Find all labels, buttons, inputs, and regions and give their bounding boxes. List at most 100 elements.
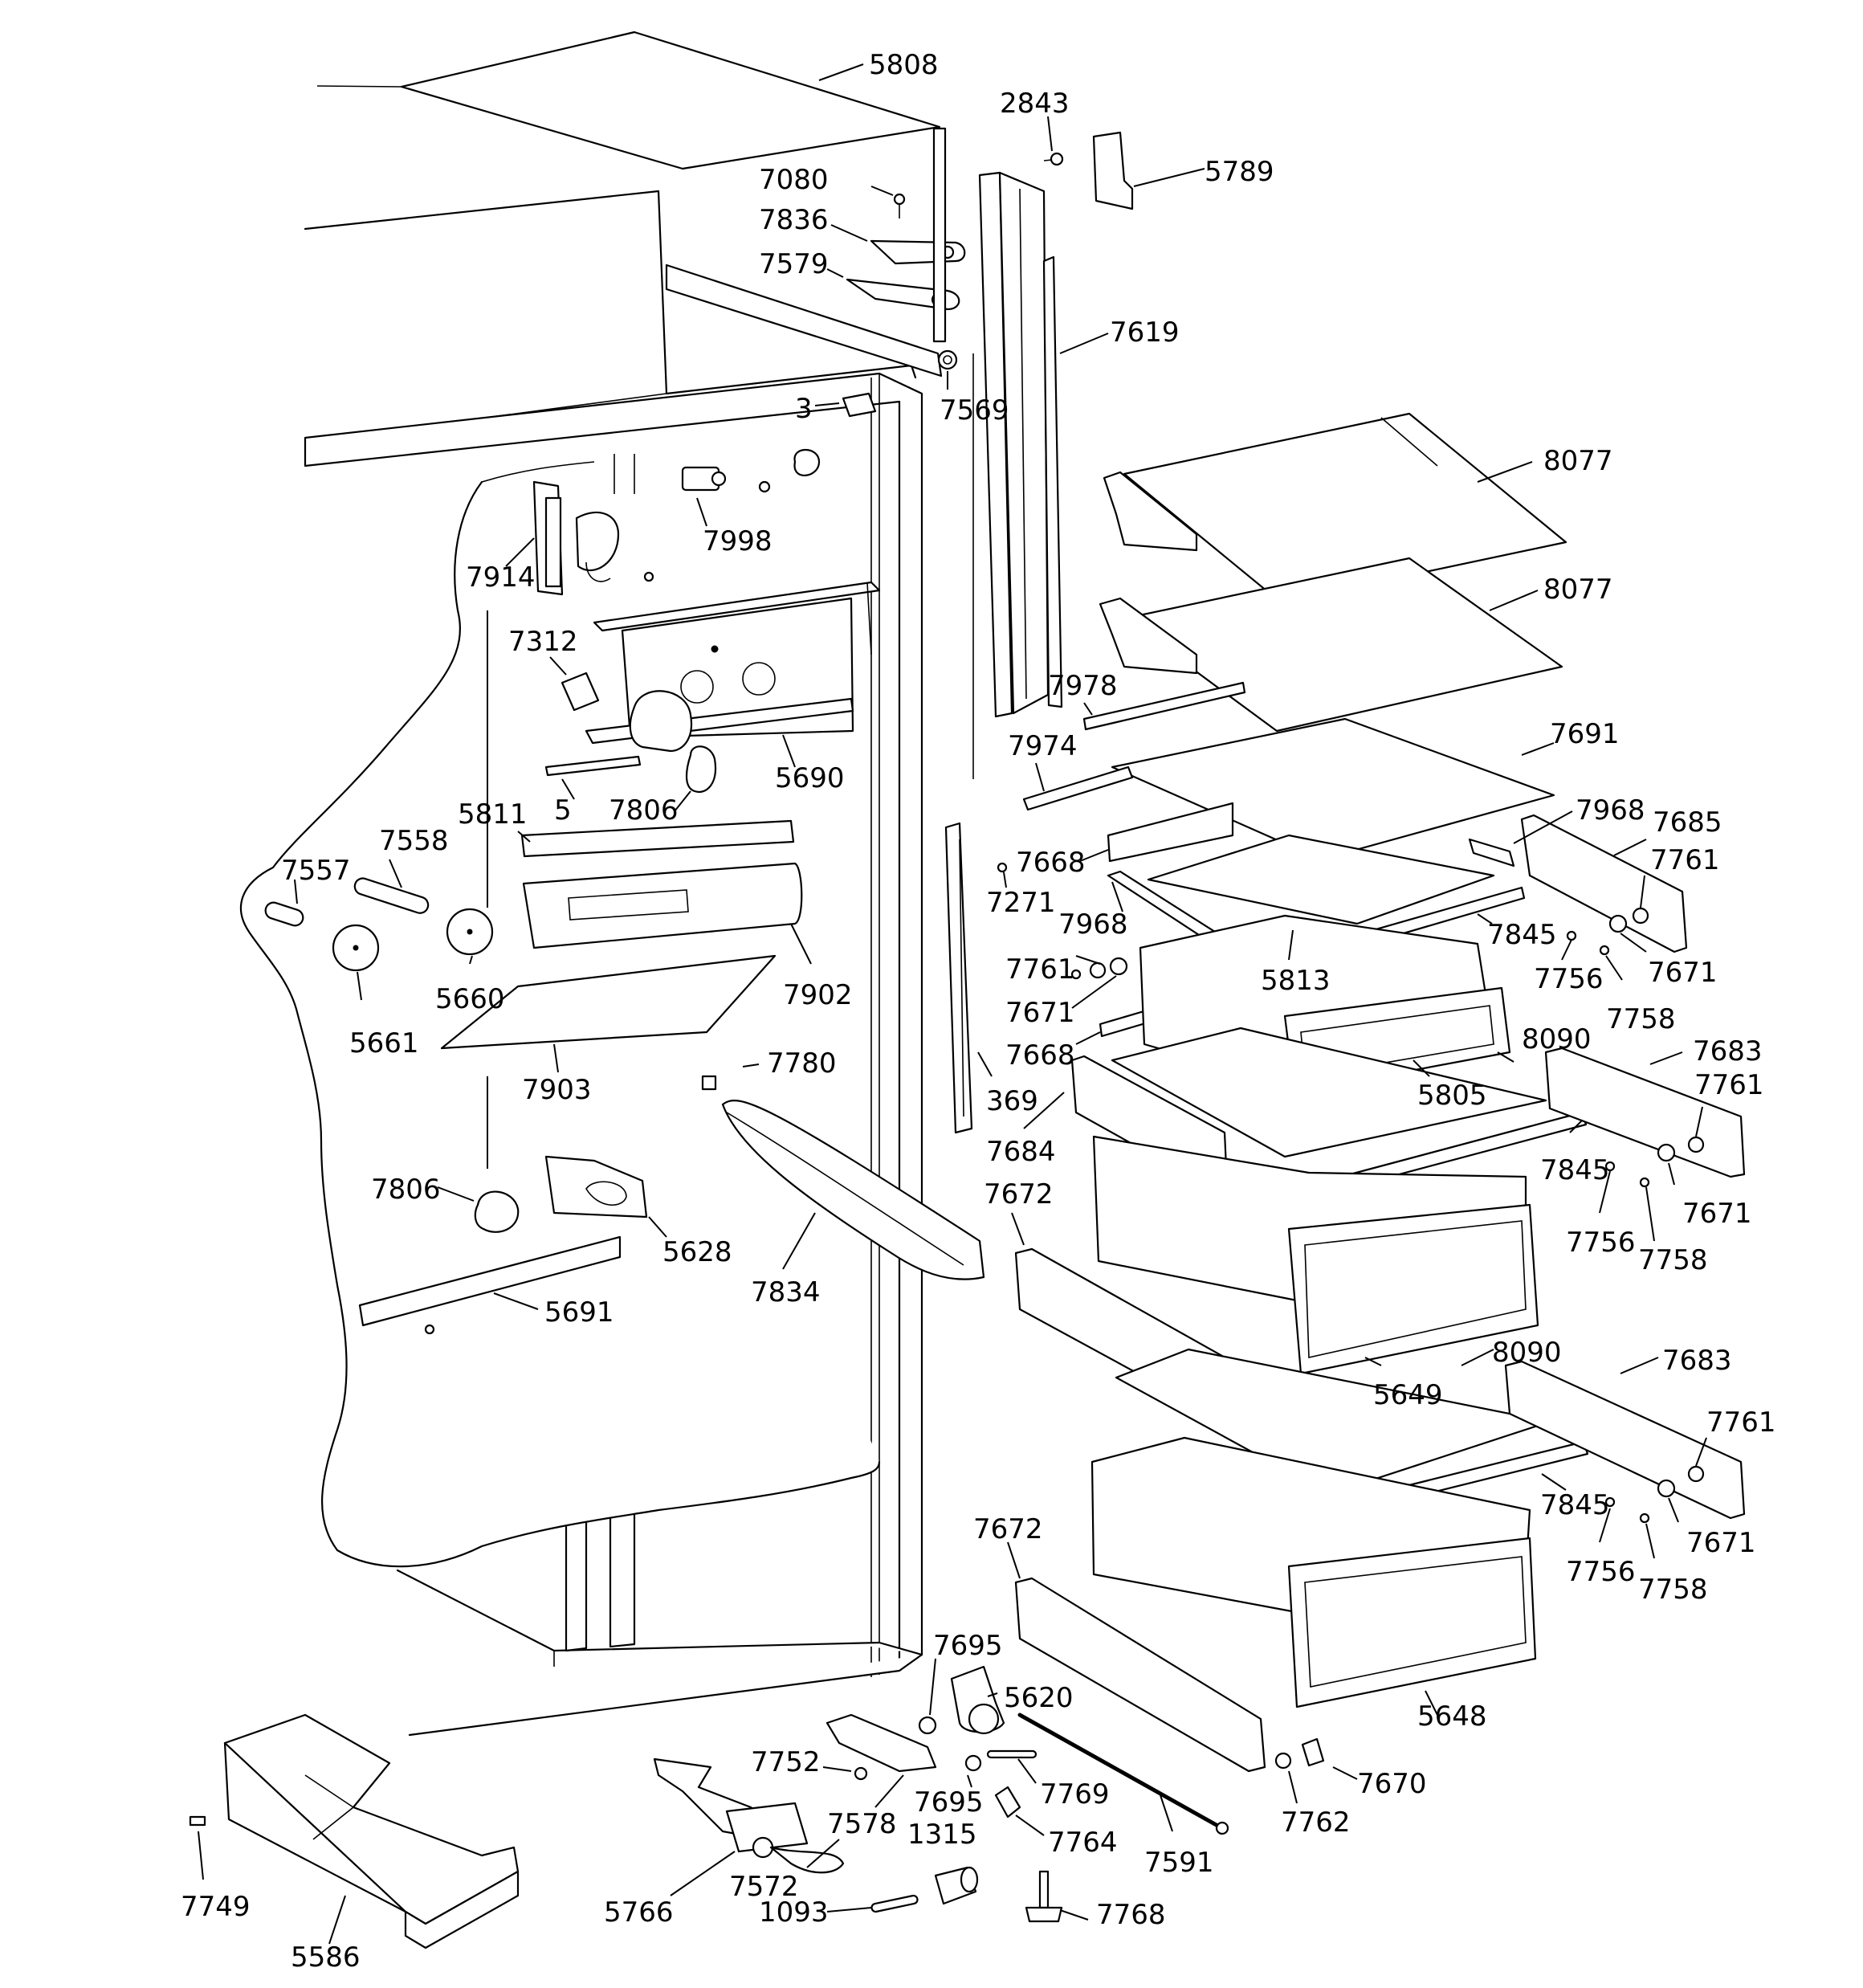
leader-7671c <box>1668 1162 1675 1186</box>
hinge-shim-7579 <box>846 278 960 311</box>
strip-7968a <box>1468 838 1515 867</box>
label-1315: 1315 <box>907 1819 977 1851</box>
control-7914-screw <box>643 571 654 582</box>
lens-7903 <box>440 954 777 1050</box>
cabinet-cutaway-top <box>481 461 595 483</box>
switch-7998-screw <box>758 480 771 493</box>
label-5789: 5789 <box>1205 156 1274 188</box>
label-7671a: 7671 <box>1648 957 1718 989</box>
leader-7752 <box>822 1766 852 1772</box>
leader-7978 <box>1083 702 1093 716</box>
duct-cover-7834 <box>721 1100 985 1280</box>
label-7998: 7998 <box>703 525 773 557</box>
leader-8090b <box>1461 1349 1494 1366</box>
leader-7672a <box>1011 1212 1025 1246</box>
leader-7683a <box>1649 1051 1683 1065</box>
screw-7756c <box>1604 1496 1616 1508</box>
label-7914: 7914 <box>466 561 536 594</box>
rod-7591-end <box>1215 1821 1229 1835</box>
cover-5813 <box>1147 834 1495 925</box>
leader-7845c <box>1541 1473 1567 1491</box>
label-3: 3 <box>795 393 813 425</box>
mullion-7619-groove <box>1019 188 1027 700</box>
clip-7312 <box>561 672 600 712</box>
bushing-7569 <box>937 349 958 370</box>
leader-7684 <box>1023 1092 1065 1129</box>
washer-7695b <box>964 1754 982 1772</box>
label-7591: 7591 <box>1144 1847 1214 1879</box>
label-7271: 7271 <box>986 887 1056 919</box>
leader-7845a <box>1477 913 1493 925</box>
leader-7761d <box>1695 1437 1707 1467</box>
drawer-5649-front <box>1287 1203 1539 1375</box>
label-5808: 5808 <box>869 49 939 81</box>
leader-5620 <box>987 1692 998 1697</box>
label-5649: 5649 <box>1373 1379 1443 1411</box>
clip-7780 <box>701 1075 717 1091</box>
leader-3 <box>814 402 840 406</box>
liner-lower-wall <box>565 1508 588 1652</box>
switch-7998-cap <box>793 449 821 476</box>
leader-lines <box>198 63 1707 1945</box>
switch-3 <box>842 392 877 418</box>
label-369: 369 <box>986 1085 1038 1117</box>
pin-7557 <box>264 901 304 927</box>
label-7762: 7762 <box>1281 1806 1351 1839</box>
label-7619: 7619 <box>1110 316 1180 349</box>
leader-7312 <box>549 656 567 676</box>
leader-8077b <box>1489 590 1539 611</box>
label-7668a: 7668 <box>1016 847 1086 879</box>
cover-5586-step <box>304 1774 355 1840</box>
label-5660: 5660 <box>435 983 505 1015</box>
roller-5620-wheel <box>968 1703 1000 1735</box>
washer-7671b <box>1109 957 1128 976</box>
label-5: 5 <box>554 794 572 827</box>
leader-5805 <box>1413 1059 1430 1077</box>
screw-7756a <box>1566 930 1577 941</box>
leader-7080 <box>870 186 894 196</box>
leader-5808 <box>818 63 864 81</box>
leader-7758a <box>1605 955 1623 981</box>
label-7569: 7569 <box>940 394 1009 427</box>
hinge-post <box>932 127 947 343</box>
leader-7557 <box>294 879 298 904</box>
bracket-7572 <box>725 1802 809 1853</box>
control-group <box>264 449 985 1335</box>
liner-base-front <box>408 1653 923 1737</box>
label-5661: 5661 <box>349 1027 419 1059</box>
leader-7758c <box>1645 1523 1655 1559</box>
label-1093: 1093 <box>759 1896 829 1929</box>
leader-7578 <box>874 1774 904 1808</box>
label-7752: 7752 <box>751 1746 821 1778</box>
top-hinge-group <box>842 127 1134 418</box>
washer-7671d <box>1657 1479 1676 1498</box>
light-housing-5690-bracket <box>866 582 872 655</box>
leader-5649 <box>1364 1357 1382 1366</box>
label-7756b: 7756 <box>1566 1227 1636 1259</box>
control-7914-coil <box>575 511 620 572</box>
leader-5586 <box>328 1895 346 1945</box>
label-7683b: 7683 <box>1662 1345 1732 1377</box>
screw-2843-shank <box>1043 159 1053 161</box>
leader-7695b <box>967 1774 972 1788</box>
drawer-5648-window <box>1304 1556 1527 1688</box>
leader-7572 <box>806 1839 840 1868</box>
leader-1093 <box>826 1907 872 1912</box>
leader-7974 <box>1035 762 1045 792</box>
washer-7761d <box>1687 1465 1705 1483</box>
label-7761c: 7761 <box>1694 1069 1764 1101</box>
leader-7671b <box>1071 975 1117 1009</box>
hinge-cover-5789 <box>1092 131 1134 210</box>
rail-5811 <box>520 819 795 858</box>
label-2843: 2843 <box>1000 88 1070 120</box>
screw-7758a <box>1599 945 1610 956</box>
cover-5586-side <box>223 1741 520 1949</box>
light-housing-5690-hole2 <box>742 662 776 696</box>
leader-7761b <box>1075 955 1101 965</box>
label-7683a: 7683 <box>1693 1035 1763 1067</box>
label-5766: 5766 <box>604 1896 674 1929</box>
label-7806b: 7806 <box>371 1174 441 1206</box>
washer-7761b <box>1089 961 1107 979</box>
washer-7761a <box>1632 907 1649 925</box>
rod-7591 <box>1017 1712 1223 1830</box>
